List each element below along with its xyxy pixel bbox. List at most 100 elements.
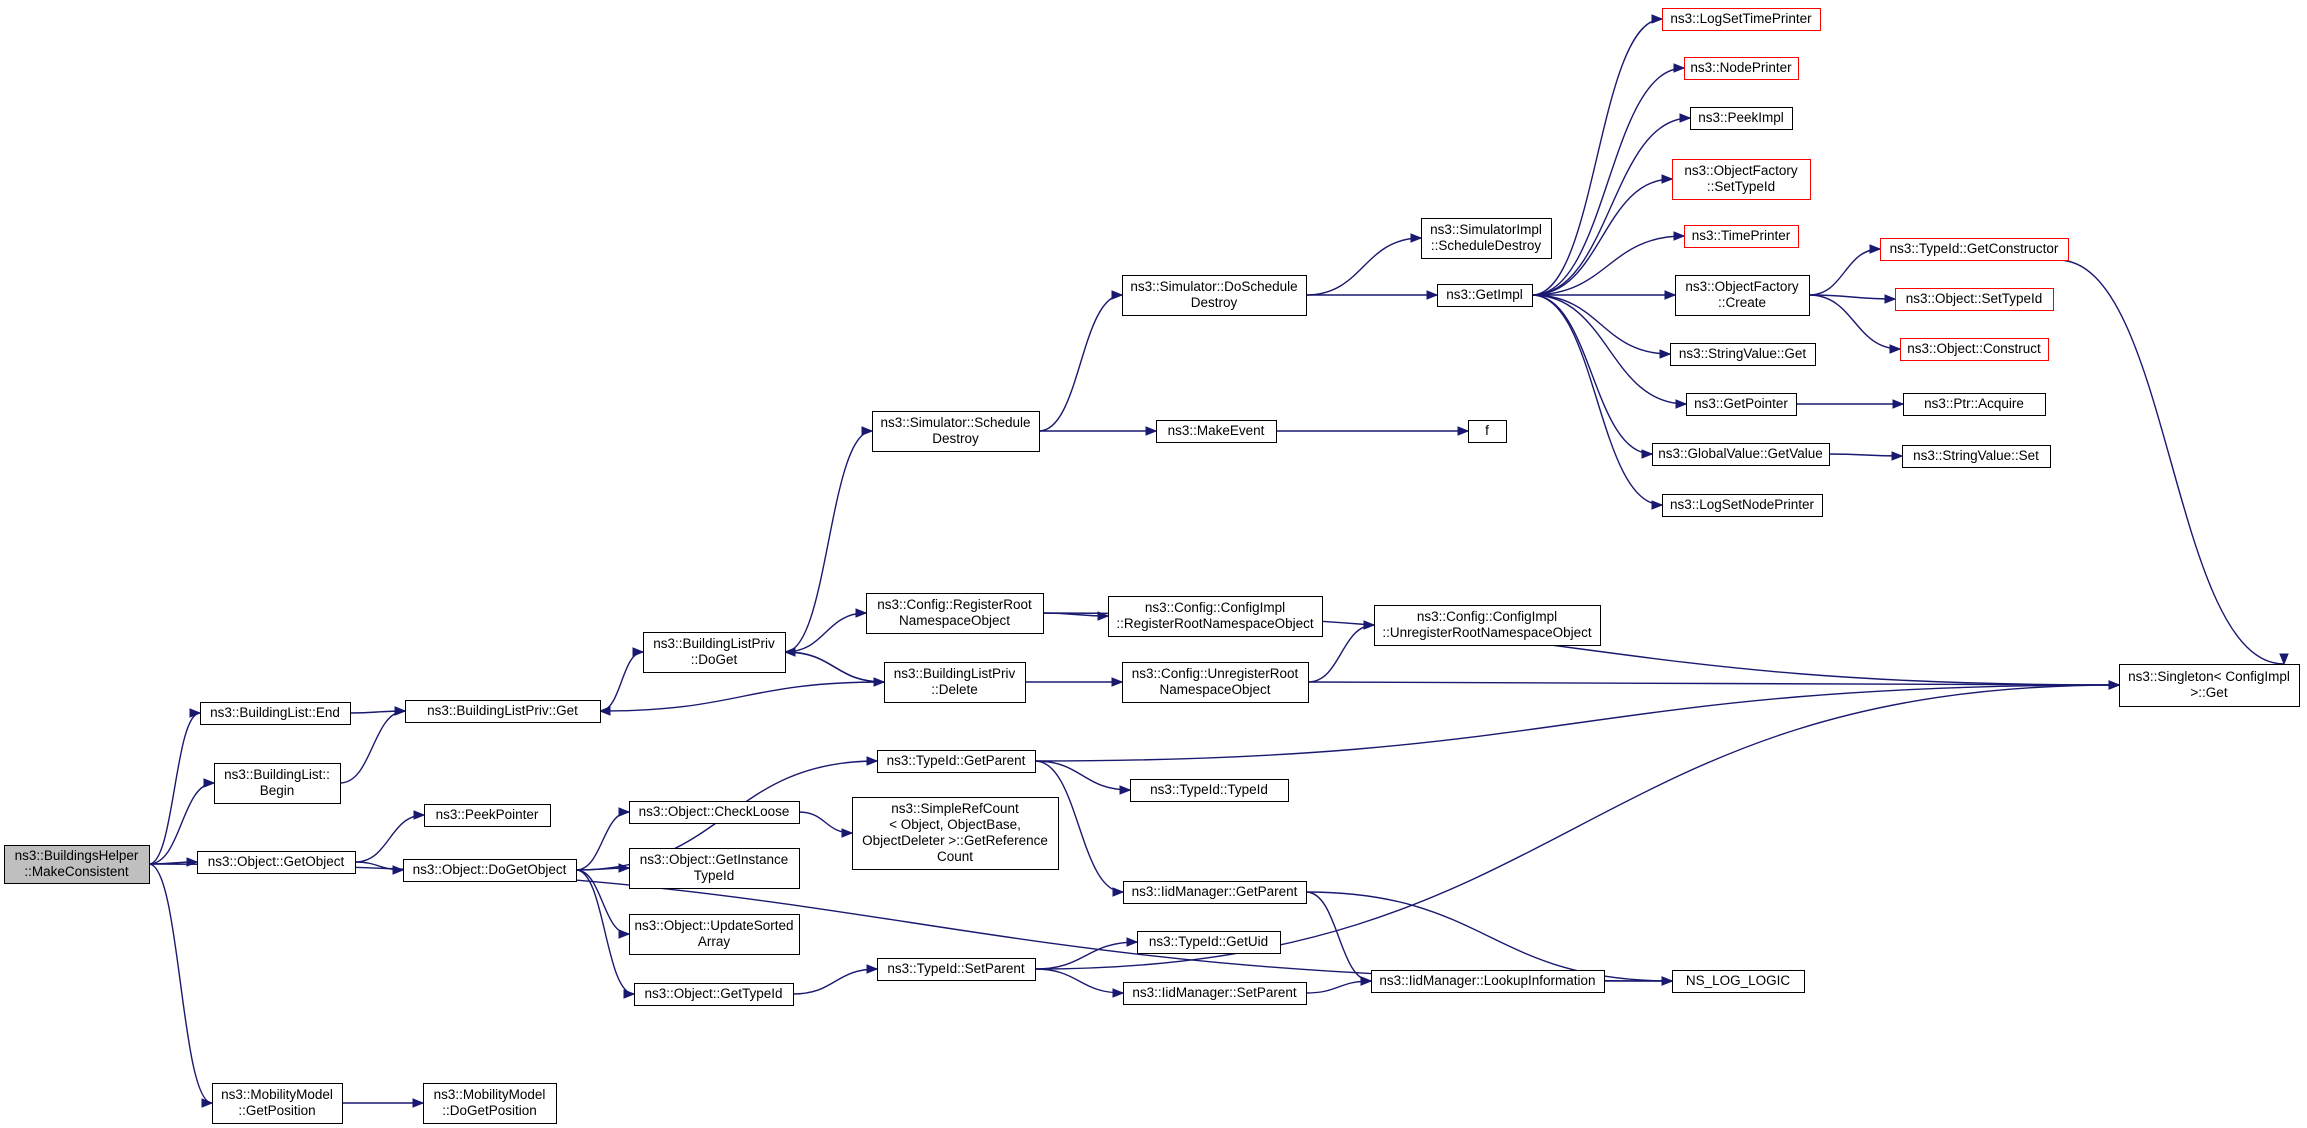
- node-iidlookup[interactable]: ns3::IidManager::LookupInformation: [1371, 970, 1605, 993]
- node-box[interactable]: [872, 411, 1040, 452]
- node-box[interactable]: [852, 797, 1059, 870]
- node-ofsettid[interactable]: ns3::ObjectFactory::SetTypeId: [1672, 159, 1811, 200]
- node-timeprinter[interactable]: ns3::TimePrinter: [1684, 225, 1799, 248]
- node-box[interactable]: [629, 848, 800, 889]
- node-box[interactable]: [1903, 393, 2046, 416]
- node-box[interactable]: [866, 593, 1044, 634]
- node-box[interactable]: [1137, 931, 1281, 954]
- node-box[interactable]: [1108, 596, 1323, 637]
- node-box[interactable]: [1672, 970, 1805, 993]
- node-peekimpl[interactable]: ns3::PeekImpl: [1690, 107, 1793, 130]
- node-root[interactable]: ns3::BuildingsHelper::MakeConsistent: [4, 845, 150, 884]
- node-logsettime[interactable]: ns3::LogSetTimePrinter: [1662, 8, 1821, 31]
- node-tidgetuid[interactable]: ns3::TypeId::GetUid: [1137, 931, 1281, 954]
- node-blpdelete[interactable]: ns3::BuildingListPriv::Delete: [884, 662, 1026, 703]
- node-checkloose[interactable]: ns3::Object::CheckLoose: [629, 801, 800, 824]
- node-box[interactable]: [1684, 225, 1799, 248]
- node-tidgetparent[interactable]: ns3::TypeId::GetParent: [877, 750, 1036, 773]
- node-objconstruct[interactable]: ns3::Object::Construct: [1900, 338, 2049, 361]
- node-box[interactable]: [884, 662, 1026, 703]
- node-box[interactable]: [200, 702, 351, 725]
- node-f[interactable]: f: [1468, 420, 1507, 443]
- node-blpget[interactable]: ns3::BuildingListPriv::Get: [405, 700, 601, 723]
- node-blpdoget[interactable]: ns3::BuildingListPriv::DoGet: [643, 632, 786, 673]
- node-singletonget[interactable]: ns3::Singleton< ConfigImpl >::Get: [2119, 664, 2300, 707]
- node-box[interactable]: [1437, 284, 1533, 307]
- node-cfgimplunreg[interactable]: ns3::Config::ConfigImpl::UnregisterRootN…: [1374, 605, 1601, 646]
- node-box[interactable]: [1123, 982, 1307, 1005]
- node-box[interactable]: [405, 700, 601, 723]
- node-box[interactable]: [1902, 445, 2051, 468]
- node-box[interactable]: [1662, 8, 1821, 31]
- node-simimplsched[interactable]: ns3::SimulatorImpl::ScheduleDestroy: [1421, 218, 1552, 259]
- node-box[interactable]: [1468, 420, 1507, 443]
- node-box[interactable]: [1880, 238, 2069, 261]
- node-peekpointer[interactable]: ns3::PeekPointer: [424, 804, 551, 827]
- node-nsloglogic[interactable]: NS_LOG_LOGIC: [1672, 970, 1805, 993]
- node-blend[interactable]: ns3::BuildingList::End: [200, 702, 351, 725]
- node-box[interactable]: [423, 1083, 557, 1124]
- node-box[interactable]: [1895, 288, 2054, 311]
- node-box[interactable]: [1156, 420, 1277, 443]
- node-box[interactable]: [634, 983, 794, 1006]
- node-box[interactable]: [629, 914, 800, 955]
- node-box[interactable]: [1652, 443, 1830, 466]
- node-box[interactable]: [214, 763, 341, 804]
- node-box[interactable]: [877, 958, 1036, 981]
- node-iidsetparent[interactable]: ns3::IidManager::SetParent: [1123, 982, 1307, 1005]
- node-box[interactable]: [4, 845, 150, 884]
- node-box[interactable]: [212, 1083, 343, 1124]
- node-dogetobject[interactable]: ns3::Object::DoGetObject: [403, 859, 577, 882]
- node-box[interactable]: [1371, 970, 1605, 993]
- node-box[interactable]: [197, 851, 356, 874]
- node-box[interactable]: [1122, 662, 1309, 703]
- node-box[interactable]: [1675, 275, 1810, 316]
- node-box[interactable]: [1130, 779, 1289, 802]
- node-tidgetctor[interactable]: ns3::TypeId::GetConstructor: [1880, 238, 2069, 261]
- node-svset[interactable]: ns3::StringValue::Set: [1902, 445, 2051, 468]
- node-box[interactable]: [629, 801, 800, 824]
- node-objgetobject[interactable]: ns3::Object::GetObject: [197, 851, 356, 874]
- node-cfgregroot[interactable]: ns3::Config::RegisterRootNamespaceObject: [866, 593, 1044, 634]
- node-logsetnode[interactable]: ns3::LogSetNodePrinter: [1662, 494, 1823, 517]
- node-objgettid[interactable]: ns3::Object::GetTypeId: [634, 983, 794, 1006]
- node-gvgetvalue[interactable]: ns3::GlobalValue::GetValue: [1652, 443, 1830, 466]
- node-box[interactable]: [424, 804, 551, 827]
- node-makeevent[interactable]: ns3::MakeEvent: [1156, 420, 1277, 443]
- node-box[interactable]: [1123, 881, 1307, 904]
- node-cfgunreg[interactable]: ns3::Config::UnregisterRootNamespaceObje…: [1122, 662, 1309, 703]
- node-box[interactable]: [403, 859, 577, 882]
- node-box[interactable]: [1684, 57, 1799, 80]
- node-mmdogetpos[interactable]: ns3::MobilityModel::DoGetPosition: [423, 1083, 557, 1124]
- node-cfgimplreg[interactable]: ns3::Config::ConfigImpl::RegisterRootNam…: [1108, 596, 1323, 637]
- node-box[interactable]: [643, 632, 786, 673]
- node-iidgetparent[interactable]: ns3::IidManager::GetParent: [1123, 881, 1307, 904]
- node-simpleref[interactable]: ns3::SimpleRefCount< Object, ObjectBase,…: [852, 797, 1059, 870]
- node-box[interactable]: [1690, 107, 1793, 130]
- node-blbegin[interactable]: ns3::BuildingList::Begin: [214, 763, 341, 804]
- node-ptracquire[interactable]: ns3::Ptr::Acquire: [1903, 393, 2046, 416]
- node-box[interactable]: [1374, 605, 1601, 646]
- node-box[interactable]: [1662, 494, 1823, 517]
- node-objsettid[interactable]: ns3::Object::SetTypeId: [1895, 288, 2054, 311]
- node-getimpl[interactable]: ns3::GetImpl: [1437, 284, 1533, 307]
- node-box[interactable]: [2119, 664, 2300, 707]
- node-mmgetpos[interactable]: ns3::MobilityModel::GetPosition: [212, 1083, 343, 1124]
- node-tidsetparent[interactable]: ns3::TypeId::SetParent: [877, 958, 1036, 981]
- node-box[interactable]: [877, 750, 1036, 773]
- node-tidtypeid[interactable]: ns3::TypeId::TypeId: [1130, 779, 1289, 802]
- node-nodeprinter[interactable]: ns3::NodePrinter: [1684, 57, 1799, 80]
- node-box[interactable]: [1900, 338, 2049, 361]
- node-box[interactable]: [1421, 218, 1552, 259]
- node-box[interactable]: [1672, 159, 1811, 200]
- node-box[interactable]: [1686, 393, 1797, 416]
- node-simscheddestroy[interactable]: ns3::Simulator::ScheduleDestroy: [872, 411, 1040, 452]
- node-box[interactable]: [1670, 343, 1816, 366]
- node-getpointer[interactable]: ns3::GetPointer: [1686, 393, 1797, 416]
- node-svget[interactable]: ns3::StringValue::Get: [1670, 343, 1816, 366]
- node-ofcreate[interactable]: ns3::ObjectFactory::Create: [1675, 275, 1810, 316]
- node-box[interactable]: [1122, 275, 1307, 316]
